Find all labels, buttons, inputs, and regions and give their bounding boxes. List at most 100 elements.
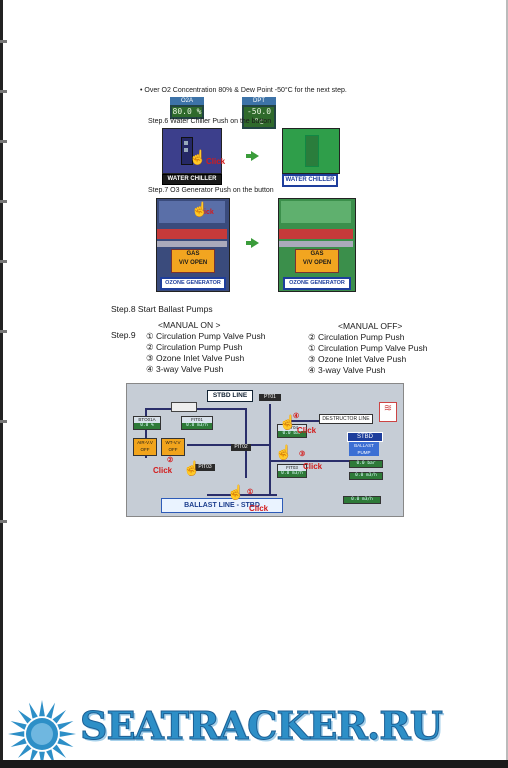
- click-label: Click: [153, 466, 173, 475]
- manual-off-list: ② Circulation Pump Push ① Circulation Pu…: [308, 332, 427, 376]
- step6-text: Step.6 Water Chiller Push on the button: [148, 118, 272, 125]
- sun-ray: [52, 744, 67, 759]
- gas-vv-open-indicator: GAS V/V OPEN: [295, 249, 339, 273]
- sun-ray: [8, 731, 25, 737]
- sun-ray: [10, 738, 27, 748]
- binder-mark: [0, 420, 7, 423]
- gas-vv-open-button[interactable]: GAS V/V OPEN: [171, 249, 215, 273]
- sun-ray: [46, 702, 56, 719]
- manual-on-item: ① Circulation Pump Valve Push: [146, 331, 266, 341]
- manual-on-list: ① Circulation Pump Valve Push ② Circulat…: [146, 331, 265, 375]
- manual-off-item: ① Circulation Pump Valve Push: [308, 343, 428, 353]
- binder-mark: [0, 520, 7, 523]
- destructor-line-label: DESTRUCTOR LINE: [319, 414, 373, 424]
- arrow-right-icon: [246, 151, 259, 161]
- step9-label: Step.9: [111, 330, 136, 340]
- sun-ray: [10, 720, 27, 730]
- water-chiller-caption: WATER CHILLER: [162, 174, 222, 185]
- ballast-line-label: BALLAST LINE - STBD: [161, 498, 283, 513]
- manual-on-item: ④ 3-way Valve Push: [146, 364, 224, 374]
- sun-logo-icon: [8, 700, 76, 768]
- binder-mark: [0, 140, 7, 143]
- sun-ray: [39, 751, 45, 768]
- hand-pointer-icon: ☝: [183, 460, 201, 476]
- step7-text: Step.7 O3 Generator Push on the button: [148, 187, 274, 194]
- dew-point-label: DPT: [242, 97, 276, 105]
- manual-on-title: <MANUAL ON >: [158, 320, 221, 330]
- manual-off-item: ④ 3-way Valve Push: [308, 365, 386, 375]
- ozone-generator-after: GAS V/V OPEN OZONE GENERATOR: [278, 198, 356, 292]
- hmi-tag-button[interactable]: PIT02: [231, 444, 251, 451]
- sun-ray: [39, 700, 45, 717]
- click-label: Click: [197, 209, 214, 216]
- hand-pointer-icon: ☝: [191, 201, 209, 217]
- binder-mark: [0, 260, 7, 263]
- sun-ray: [57, 738, 74, 748]
- hand-pointer-icon: ☝: [227, 484, 245, 500]
- binder-mark: [0, 200, 7, 203]
- click-label: Click: [206, 157, 226, 166]
- wave-icon[interactable]: ≋: [379, 402, 397, 422]
- hand-pointer-icon: ☝: [189, 149, 207, 165]
- seatracker-logo-text: SEATRACKER.RU: [80, 703, 444, 749]
- dew-point-value: -50.0 °c: [242, 105, 276, 129]
- manual-off-item: ③ Ozone Inlet Valve Push: [308, 354, 407, 364]
- manual-off-item: ② Circulation Pump Push: [308, 332, 405, 342]
- step-number-2: ②: [167, 457, 174, 464]
- manual-on-item: ② Circulation Pump Push: [146, 342, 243, 352]
- step-number-3: ③: [299, 451, 306, 458]
- o2-meter-value: 80.0 %: [170, 105, 204, 119]
- click-label: Click: [303, 462, 323, 471]
- hmi-title: STBD LINE: [207, 390, 253, 402]
- manual-on-item: ③ Ozone Inlet Valve Push: [146, 353, 245, 363]
- step-number-4: ④: [293, 413, 300, 420]
- water-chiller-after: WATER CHILLER: [282, 128, 340, 187]
- binder-mark: [0, 40, 7, 43]
- dew-point-meter: DPT -50.0 °c: [242, 97, 276, 129]
- arrow-right-icon: [246, 238, 259, 248]
- page-left-edge: [0, 0, 3, 768]
- sun-ray: [17, 709, 32, 724]
- condition-text: • Over O2 Concentration 80% & Dew Point …: [140, 87, 347, 94]
- sun-ray: [28, 702, 38, 719]
- binder-mark: [0, 90, 7, 93]
- ozone-generator-caption: OZONE GENERATOR: [160, 277, 226, 290]
- o2-meter: O2A 80.0 %: [170, 97, 204, 119]
- o2-meter-label: O2A: [170, 97, 204, 105]
- ozone-generator-caption-after: OZONE GENERATOR: [283, 277, 351, 290]
- sun-ray: [17, 744, 32, 759]
- sun-ray: [52, 709, 67, 724]
- valve-icon: [171, 402, 197, 412]
- binder-mark: [0, 330, 7, 333]
- hmi-gauge: 0.0 bar: [349, 460, 383, 468]
- ozone-generator-before[interactable]: GAS V/V OPEN OZONE GENERATOR Click ☝: [156, 198, 230, 292]
- sun-ray: [57, 720, 74, 730]
- sun-ray: [59, 731, 76, 737]
- water-chiller-before[interactable]: ☝ WATER CHILLER: [162, 128, 222, 185]
- hmi-gauge: 0.0 m3/h: [349, 472, 383, 480]
- page-right-edge: [506, 0, 508, 768]
- hand-pointer-icon: ☝: [279, 414, 297, 430]
- chiller-panel-blue: ☝: [162, 128, 222, 174]
- hmi-tag-button[interactable]: PIT03: [195, 464, 215, 471]
- water-chiller-caption-after: WATER CHILLER: [282, 174, 338, 187]
- hmi-gauge: 0.0 m3/h: [343, 496, 381, 504]
- step-number-1: ①: [247, 489, 254, 496]
- click-label: Click: [297, 426, 317, 435]
- ballast-pump-button[interactable]: BALLAST PUMP: [349, 442, 379, 456]
- hmi-tag-button[interactable]: PT01: [259, 394, 281, 401]
- page-bottom-edge: [0, 760, 508, 768]
- step8-text: Step.8 Start Ballast Pumps: [111, 304, 213, 314]
- stbd-label: STBD: [347, 432, 383, 442]
- chiller-panel-green: [282, 128, 340, 174]
- manual-off-title: <MANUAL OFF>: [338, 321, 403, 331]
- hand-pointer-icon: ☝: [275, 444, 293, 460]
- click-label: Click: [249, 504, 269, 513]
